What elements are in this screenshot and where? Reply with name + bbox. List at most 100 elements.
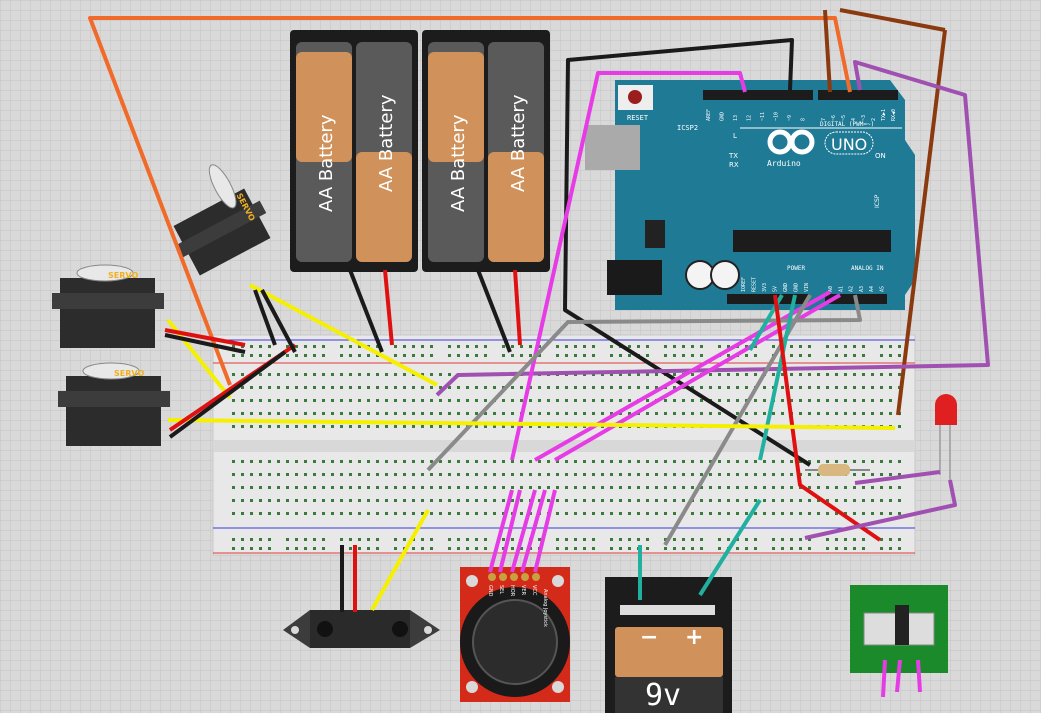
breadboard-hole[interactable] [871, 399, 874, 402]
breadboard-hole[interactable] [412, 473, 415, 476]
breadboard-hole[interactable] [502, 354, 505, 357]
breadboard-hole[interactable] [502, 512, 505, 515]
breadboard-hole[interactable] [889, 512, 892, 515]
breadboard-hole[interactable] [754, 460, 757, 463]
breadboard-hole[interactable] [628, 460, 631, 463]
breadboard-hole[interactable] [880, 512, 883, 515]
breadboard-hole[interactable] [394, 538, 397, 541]
breadboard-hole[interactable] [835, 538, 838, 541]
breadboard-hole[interactable] [844, 386, 847, 389]
breadboard-hole[interactable] [565, 399, 568, 402]
breadboard-hole[interactable] [448, 345, 451, 348]
breadboard-hole[interactable] [250, 386, 253, 389]
breadboard-hole[interactable] [448, 486, 451, 489]
breadboard-hole[interactable] [448, 473, 451, 476]
breadboard-hole[interactable] [538, 460, 541, 463]
breadboard-hole[interactable] [601, 460, 604, 463]
breadboard-hole[interactable] [457, 499, 460, 502]
breadboard-hole[interactable] [898, 460, 901, 463]
breadboard-hole[interactable] [574, 538, 577, 541]
breadboard-hole[interactable] [727, 399, 730, 402]
breadboard-hole[interactable] [430, 512, 433, 515]
breadboard-hole[interactable] [826, 386, 829, 389]
breadboard-hole[interactable] [547, 412, 550, 415]
breadboard-hole[interactable] [358, 499, 361, 502]
breadboard-hole[interactable] [565, 345, 568, 348]
breadboard-hole[interactable] [718, 538, 721, 541]
breadboard-hole[interactable] [664, 412, 667, 415]
breadboard-hole[interactable] [574, 547, 577, 550]
breadboard-hole[interactable] [358, 354, 361, 357]
breadboard-hole[interactable] [745, 486, 748, 489]
breadboard-hole[interactable] [826, 512, 829, 515]
breadboard-hole[interactable] [250, 412, 253, 415]
breadboard-hole[interactable] [448, 538, 451, 541]
breadboard-hole[interactable] [574, 386, 577, 389]
breadboard-hole[interactable] [799, 538, 802, 541]
breadboard-hole[interactable] [520, 473, 523, 476]
breadboard-hole[interactable] [727, 460, 730, 463]
breadboard-hole[interactable] [340, 345, 343, 348]
wire[interactable] [533, 489, 557, 573]
breadboard-hole[interactable] [628, 354, 631, 357]
breadboard-hole[interactable] [808, 354, 811, 357]
breadboard-hole[interactable] [583, 354, 586, 357]
breadboard-hole[interactable] [484, 354, 487, 357]
breadboard-hole[interactable] [430, 412, 433, 415]
breadboard-hole[interactable] [871, 486, 874, 489]
breadboard-hole[interactable] [268, 386, 271, 389]
breadboard-hole[interactable] [745, 512, 748, 515]
breadboard-hole[interactable] [349, 486, 352, 489]
breadboard-hole[interactable] [700, 512, 703, 515]
breadboard-hole[interactable] [844, 547, 847, 550]
breadboard-hole[interactable] [736, 473, 739, 476]
breadboard-hole[interactable] [259, 512, 262, 515]
breadboard-hole[interactable] [736, 460, 739, 463]
breadboard-hole[interactable] [466, 547, 469, 550]
breadboard-hole[interactable] [772, 499, 775, 502]
breadboard-hole[interactable] [862, 373, 865, 376]
breadboard-hole[interactable] [241, 386, 244, 389]
breadboard-hole[interactable] [421, 473, 424, 476]
breadboard-hole[interactable] [619, 499, 622, 502]
breadboard-hole[interactable] [592, 354, 595, 357]
breadboard-hole[interactable] [304, 538, 307, 541]
breadboard-hole[interactable] [511, 425, 514, 428]
breadboard-hole[interactable] [853, 386, 856, 389]
breadboard-hole[interactable] [700, 499, 703, 502]
breadboard-hole[interactable] [700, 412, 703, 415]
breadboard-hole[interactable] [349, 547, 352, 550]
breadboard-hole[interactable] [673, 412, 676, 415]
breadboard-hole[interactable] [232, 512, 235, 515]
breadboard-hole[interactable] [592, 486, 595, 489]
breadboard-hole[interactable] [790, 354, 793, 357]
breadboard-hole[interactable] [862, 460, 865, 463]
breadboard-hole[interactable] [439, 499, 442, 502]
breadboard-hole[interactable] [898, 373, 901, 376]
breadboard-hole[interactable] [880, 460, 883, 463]
breadboard-hole[interactable] [250, 547, 253, 550]
breadboard-hole[interactable] [511, 547, 514, 550]
breadboard-hole[interactable] [304, 386, 307, 389]
breadboard-hole[interactable] [358, 512, 361, 515]
breadboard-hole[interactable] [583, 547, 586, 550]
breadboard-hole[interactable] [844, 345, 847, 348]
breadboard-hole[interactable] [457, 486, 460, 489]
breadboard-hole[interactable] [529, 512, 532, 515]
breadboard-hole[interactable] [430, 373, 433, 376]
breadboard-hole[interactable] [403, 354, 406, 357]
breadboard-hole[interactable] [295, 399, 298, 402]
breadboard-hole[interactable] [385, 425, 388, 428]
breadboard-hole[interactable] [511, 412, 514, 415]
breadboard-hole[interactable] [322, 473, 325, 476]
breadboard-hole[interactable] [376, 354, 379, 357]
breadboard-hole[interactable] [385, 486, 388, 489]
breadboard-hole[interactable] [304, 373, 307, 376]
breadboard-hole[interactable] [538, 499, 541, 502]
breadboard-hole[interactable] [871, 460, 874, 463]
breadboard-hole[interactable] [475, 460, 478, 463]
breadboard-hole[interactable] [574, 354, 577, 357]
breadboard-hole[interactable] [835, 460, 838, 463]
breadboard-hole[interactable] [439, 486, 442, 489]
breadboard-hole[interactable] [367, 486, 370, 489]
